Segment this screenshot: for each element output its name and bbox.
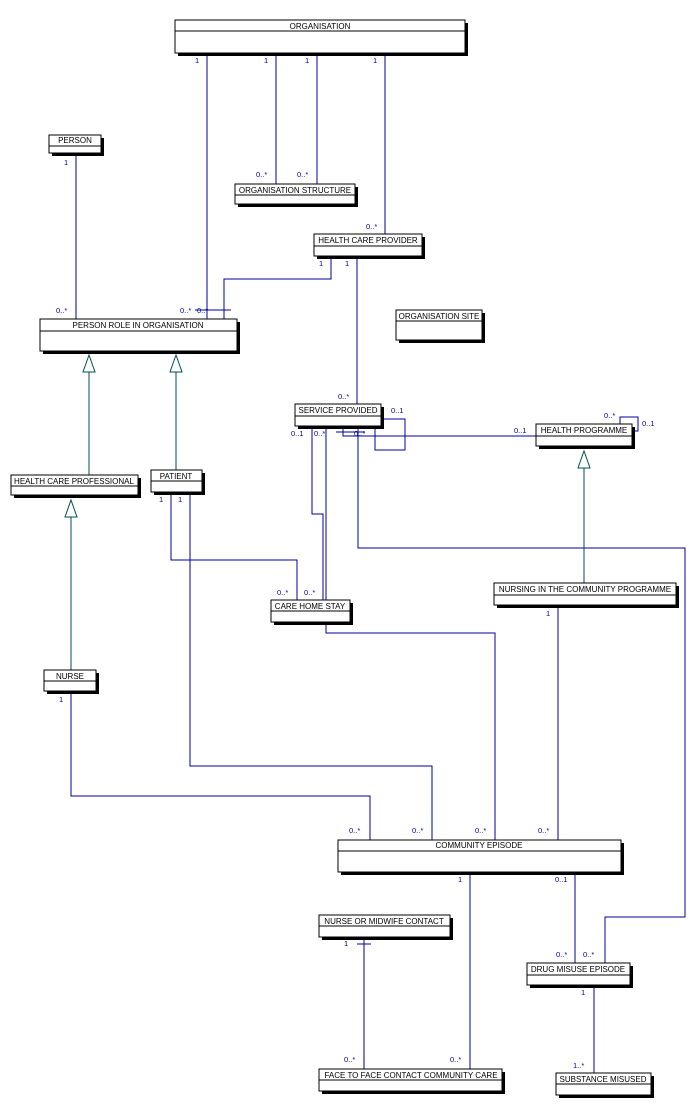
- mult-hcp-1b: 1: [345, 259, 349, 268]
- class-nurse-name: NURSE: [56, 672, 84, 681]
- class-health-programme-name: HEALTH PROGRAMME: [541, 426, 628, 435]
- class-patient[interactable]: PATIENT: [150, 469, 205, 495]
- mult-dme-b: 0..*: [583, 950, 594, 959]
- mult-dme-a: 0..*: [556, 950, 567, 959]
- class-organisation-structure[interactable]: ORGANISATION STRUCTURE: [234, 183, 358, 207]
- class-drug-misuse-episode[interactable]: DRUG MISUSE EPISODE: [526, 962, 633, 988]
- class-nurse[interactable]: NURSE: [43, 669, 99, 694]
- mult-nurse-1: 1: [59, 695, 63, 704]
- mult-sp-01: 0..1: [291, 429, 304, 438]
- class-substance-misused-name: SUBSTANCE MISUSED: [560, 1075, 647, 1084]
- assoc-nurse-community: [70, 693, 371, 840]
- class-drug-misuse-episode-name: DRUG MISUSE EPISODE: [531, 965, 625, 974]
- class-substance-misused[interactable]: SUBSTANCE MISUSED: [555, 1072, 654, 1098]
- mult-chs-a: 0..*: [277, 588, 288, 597]
- class-organisation-name: ORGANISATION: [290, 22, 351, 31]
- mult-org-1b: 1: [264, 56, 268, 65]
- mult-sp-a: 0..*: [314, 429, 325, 438]
- mult-ce-c: 0..*: [475, 826, 486, 835]
- class-health-care-professional[interactable]: HEALTH CARE PROFESSIONAL: [10, 474, 141, 498]
- class-service-provided-name: SERVICE PROVIDED: [299, 406, 378, 415]
- assoc-service-carehome: [311, 428, 324, 600]
- mult-chs-b: 0..*: [304, 588, 315, 597]
- mult-sp-self: 0..1: [391, 406, 404, 415]
- association-lines: [70, 54, 686, 1073]
- mult-pro-person: 0..*: [56, 306, 67, 315]
- class-nursing-community-programme-name: NURSING IN THE COMMUNITY PROGRAMME: [499, 585, 671, 594]
- gen-nurse-arrow: [64, 498, 78, 518]
- mult-pro-org: 0..*: [180, 306, 191, 315]
- mult-pro-hcp: 0..*: [197, 306, 208, 315]
- mult-ce-a: 0..*: [349, 826, 360, 835]
- class-care-home-stay-name: CARE HOME STAY: [275, 602, 346, 611]
- mult-hcp-1a: 1: [319, 259, 323, 268]
- assoc-patient-community: [189, 493, 433, 840]
- class-nursing-community-programme[interactable]: NURSING IN THE COMMUNITY PROGRAMME: [493, 582, 679, 608]
- mult-hp-self-b: 0..1: [642, 419, 655, 428]
- mult-f2f-b: 0..*: [450, 1055, 461, 1064]
- class-patient-name: PATIENT: [160, 472, 193, 481]
- mult-hp-1: 0..1: [514, 426, 527, 435]
- class-person-role-name: PERSON ROLE IN ORGANISATION: [73, 321, 204, 330]
- class-care-home-stay[interactable]: CARE HOME STAY: [270, 599, 353, 625]
- mult-sm-1: 1..*: [573, 1061, 584, 1070]
- mult-os-a: 0..*: [256, 170, 267, 179]
- class-health-care-provider-name: HEALTH CARE PROVIDER: [318, 236, 418, 245]
- class-community-episode-name: COMMUNITY EPISODE: [436, 841, 523, 850]
- mult-f2f-a: 0..*: [344, 1055, 355, 1064]
- assoc-service-drug: [357, 428, 686, 963]
- assoc-patient-carehome: [170, 493, 298, 600]
- generalization-lines: [64, 353, 591, 670]
- mult-ce-1: 1: [458, 875, 462, 884]
- multiplicity-labels: 1 1 1 1 0..* 0..* 0..* 1 0..* 0..* 0..* …: [56, 56, 655, 1070]
- class-face-to-face-contact-name: FACE TO FACE CONTACT COMMUNITY CARE: [324, 1071, 497, 1080]
- mult-os-b: 0..*: [297, 170, 308, 179]
- mult-org-1d: 1: [373, 56, 377, 65]
- mult-ce-d: 0..*: [538, 826, 549, 835]
- class-person-name: PERSON: [58, 136, 92, 145]
- class-face-to-face-contact[interactable]: FACE TO FACE CONTACT COMMUNITY CARE: [318, 1068, 505, 1094]
- class-organisation-site[interactable]: ORGANISATION SITE: [395, 309, 485, 343]
- class-service-provided[interactable]: SERVICE PROVIDED: [294, 403, 384, 429]
- class-health-programme[interactable]: HEALTH PROGRAMME: [535, 423, 635, 449]
- mult-person-1: 1: [64, 158, 68, 167]
- gen-ncp-arrow: [577, 449, 591, 469]
- assoc-service-health-programme: [342, 428, 536, 437]
- mult-hp-self-a: 0..*: [604, 411, 615, 420]
- class-organisation-structure-name: ORGANISATION STRUCTURE: [239, 186, 351, 195]
- class-health-care-professional-name: HEALTH CARE PROFESSIONAL: [14, 477, 134, 486]
- assoc-service-community: [325, 428, 496, 840]
- class-health-care-provider[interactable]: HEALTH CARE PROVIDER: [313, 233, 425, 259]
- gen-patient-arrow: [169, 353, 183, 373]
- class-organisation[interactable]: ORGANISATION: [174, 19, 468, 56]
- mult-sp-top: 0..*: [338, 392, 349, 401]
- class-organisation-site-name: ORGANISATION SITE: [399, 312, 480, 321]
- assoc-hcp-person-role: [223, 259, 332, 319]
- assoc-hp-self: [619, 416, 639, 432]
- gen-hcprof-arrow: [82, 353, 96, 373]
- class-person[interactable]: PERSON: [48, 134, 104, 156]
- mult-ncp-1: 1: [546, 609, 550, 618]
- class-nurse-midwife-contact-name: NURSE OR MIDWIFE CONTACT: [324, 917, 444, 926]
- mult-ce-b: 0..*: [412, 826, 423, 835]
- mult-hcp-top: 0..*: [366, 222, 377, 231]
- mult-sp-b: 0..*: [354, 429, 365, 438]
- class-community-episode[interactable]: COMMUNITY EPISODE: [337, 839, 624, 875]
- assoc-service-self: [374, 418, 406, 451]
- mult-nmc-1: 1: [344, 939, 348, 948]
- class-person-role[interactable]: PERSON ROLE IN ORGANISATION: [39, 318, 240, 354]
- mult-pat-1b: 1: [178, 495, 182, 504]
- mult-org-1a: 1: [195, 56, 199, 65]
- mult-pat-1a: 1: [159, 495, 163, 504]
- mult-dme-1: 1: [581, 988, 585, 997]
- mult-ce-01: 0..1: [555, 875, 568, 884]
- class-nurse-midwife-contact[interactable]: NURSE OR MIDWIFE CONTACT: [318, 914, 453, 940]
- mult-org-1c: 1: [305, 56, 309, 65]
